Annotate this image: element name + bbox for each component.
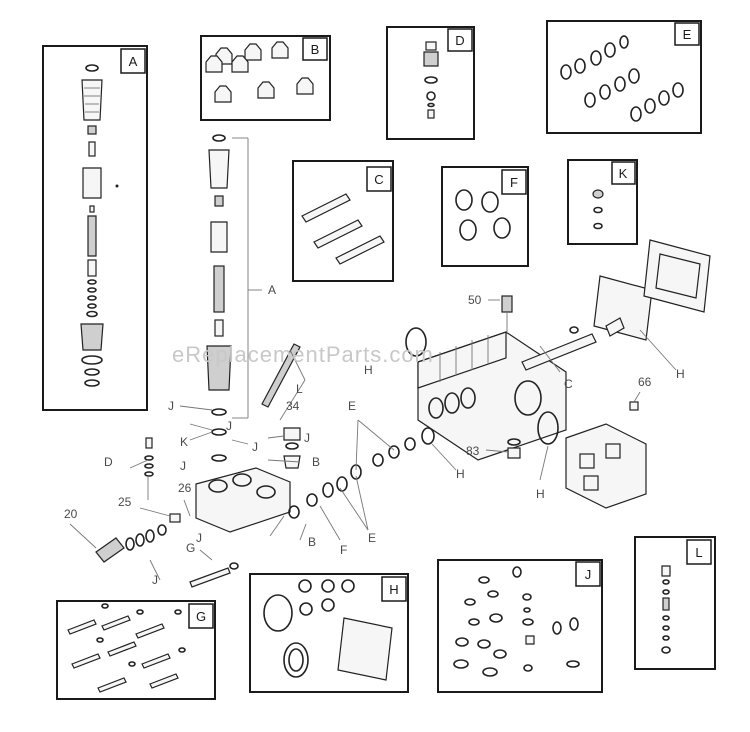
seal-stack	[288, 427, 435, 519]
kit-box-h: H	[249, 573, 409, 693]
kit-box-e: E	[546, 20, 702, 134]
callout-j-5: J	[196, 531, 202, 545]
callout-j-2: J	[252, 440, 258, 454]
kit-box-a: A	[42, 45, 148, 411]
kit-box-j: J	[437, 559, 603, 693]
pressure-injector-tube	[261, 343, 306, 421]
oil-seal-parts	[455, 189, 511, 241]
kit-box-d: D	[386, 26, 475, 140]
kit-box-l-label: L	[695, 545, 702, 560]
kit-box-c-label: C	[374, 172, 383, 187]
callout-20: 20	[64, 507, 78, 521]
callout-f: F	[340, 543, 347, 557]
bearing-cover-gasket	[593, 239, 711, 341]
leader-lines	[69, 299, 677, 581]
callout-j-6: J	[152, 573, 158, 587]
kit-box-e-label: E	[683, 27, 692, 42]
callout-g: G	[186, 541, 195, 555]
callout-h-3: H	[536, 487, 545, 501]
kit-box-b-label: B	[311, 42, 320, 57]
callout-k: K	[180, 435, 188, 449]
callout-b-2: B	[308, 535, 316, 549]
injector-parts	[423, 41, 439, 119]
watermark: eReplacementParts.com	[172, 342, 434, 367]
callout-l: L	[296, 382, 303, 396]
callout-e-1: E	[368, 531, 376, 545]
pump-crankcase	[417, 295, 567, 461]
kit-box-j-label: J	[585, 567, 592, 582]
callout-h-4: H	[676, 367, 685, 381]
kit-box-d-label: D	[455, 33, 464, 48]
callout-j-7: J	[226, 419, 232, 433]
callout-d: D	[104, 455, 113, 469]
kit-box-g: G	[56, 600, 216, 700]
valve-cap-parts	[205, 41, 314, 103]
callout-66: 66	[638, 375, 652, 389]
callout-83: 83	[466, 444, 480, 458]
callout-25: 25	[118, 495, 132, 509]
manifold	[95, 467, 291, 588]
callout-h-2: H	[364, 363, 373, 377]
callout-j-4: J	[180, 459, 186, 473]
kit-box-g-label: G	[196, 609, 206, 624]
callout-26: 26	[178, 481, 192, 495]
callout-c: C	[564, 377, 573, 391]
crankshaft	[405, 327, 597, 371]
kit-box-l: L	[634, 536, 716, 670]
kit-box-f-label: F	[510, 175, 518, 190]
callout-h-1: H	[456, 467, 465, 481]
callout-50: 50	[468, 293, 482, 307]
callout-a: A	[268, 283, 276, 297]
callout-b-1: B	[312, 455, 320, 469]
k-kit-parts	[592, 189, 604, 230]
bolt-parts	[67, 603, 186, 693]
kit-box-f: F	[441, 166, 529, 267]
kit-box-h-label: H	[389, 582, 398, 597]
callout-34: 34	[286, 399, 300, 413]
callout-labels: A L J K J 34 J B D J 26 25 20 J G J B F …	[64, 283, 685, 587]
callout-j-3: J	[304, 431, 310, 445]
o-ring-parts	[453, 566, 580, 677]
unloader-stack	[206, 134, 232, 462]
kit-box-b: B	[200, 35, 331, 121]
kit-box-c: C	[292, 160, 394, 282]
unloader-assembly-parts	[80, 64, 119, 387]
seal-ring-parts	[560, 35, 684, 122]
plunger-rod-parts	[301, 193, 385, 265]
callout-bracket-a	[232, 137, 262, 419]
check-valve-parts	[129, 437, 154, 500]
kit-box-k: K	[567, 159, 638, 245]
kit-box-k-label: K	[619, 166, 628, 181]
kit-box-a-label: A	[129, 54, 138, 69]
callout-e-2: E	[348, 399, 356, 413]
oil-plug	[507, 438, 521, 459]
rear-cover	[537, 317, 647, 509]
callout-j-1: J	[168, 399, 174, 413]
inlet-fittings	[283, 427, 301, 469]
l-kit-parts	[661, 565, 671, 654]
gasket-parts	[263, 579, 393, 681]
